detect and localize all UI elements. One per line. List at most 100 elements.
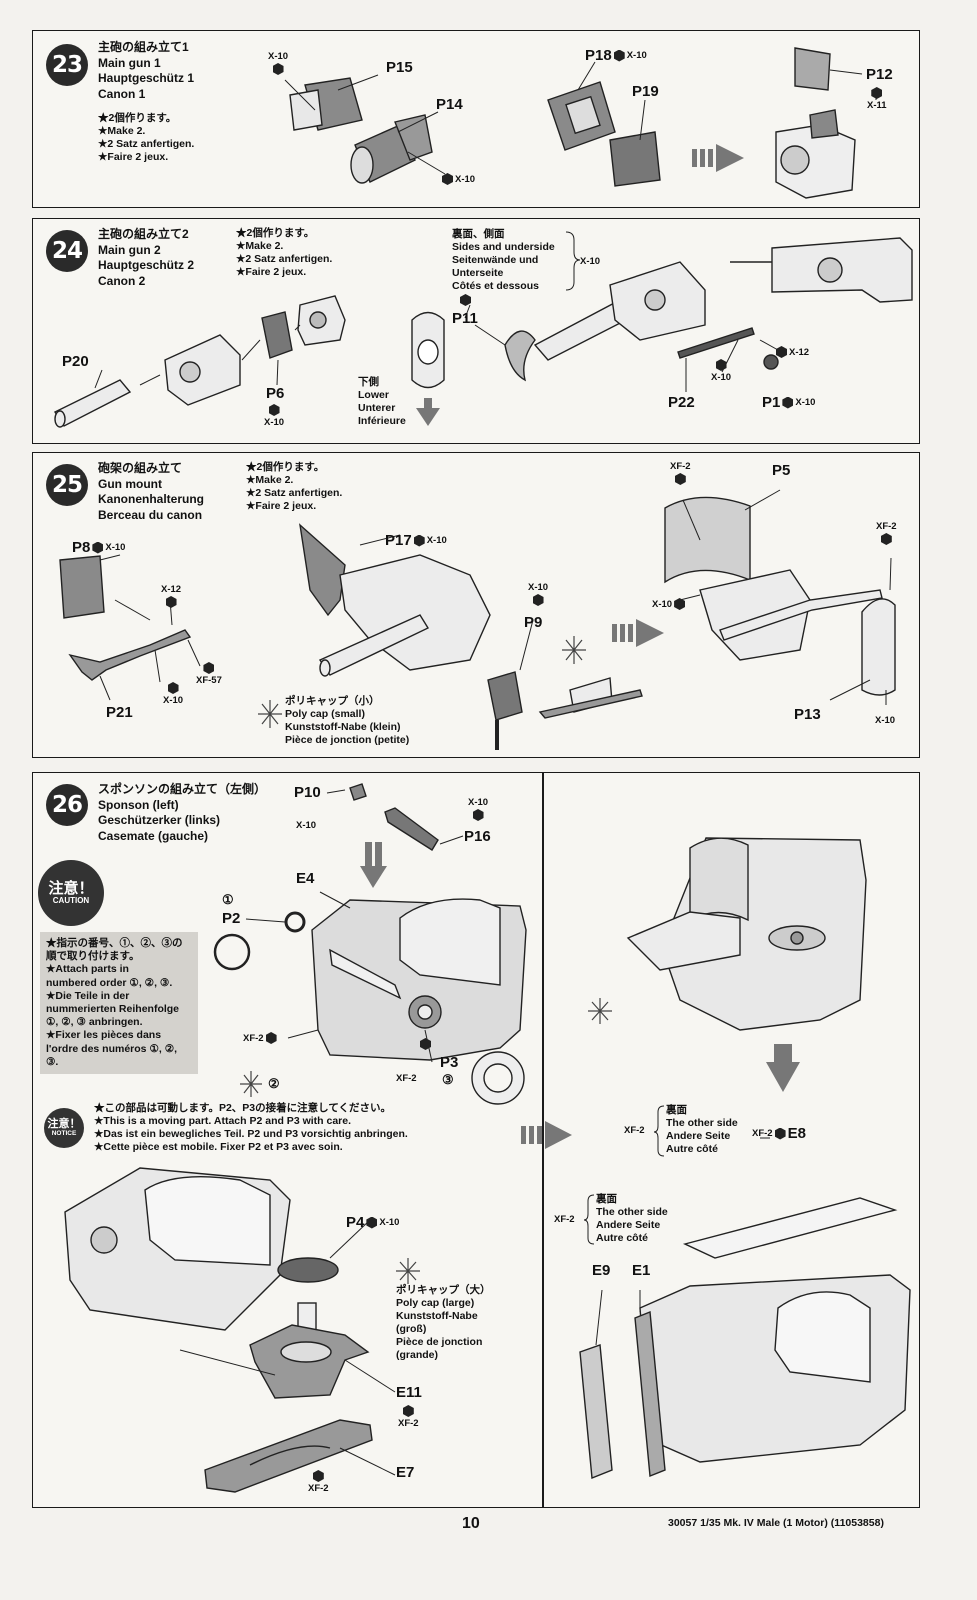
part-e8-drawing bbox=[682, 1197, 898, 1259]
step-25-paint-x10a: X-10 bbox=[163, 682, 183, 706]
part-e11-paint: XF-2 bbox=[398, 1405, 419, 1429]
step-24-sides-paint: X-10 bbox=[580, 256, 601, 267]
part-p8-drawing bbox=[59, 555, 105, 619]
step-25-note: ★2個作ります。★Make 2.★2 Satz anfertigen.★Fair… bbox=[246, 461, 343, 512]
step-25-polycap-note: ポリキャップ（小）Poly cap (small)Kunststoff-Nabe… bbox=[285, 695, 410, 746]
part-p12-paint: X-11 bbox=[867, 87, 887, 111]
notice-text: ★この部品は可動します。P2、P3の接着に注意してください。★This is a… bbox=[94, 1102, 408, 1153]
part-e9-drawing bbox=[579, 1344, 613, 1479]
step-25-paint-x10b: X-10 bbox=[652, 598, 686, 610]
step-23-paint-b: X-10 bbox=[442, 173, 475, 185]
part-p22-drawing bbox=[677, 327, 755, 359]
part-e7-paint: XF-2 bbox=[308, 1470, 329, 1494]
part-p19-drawing bbox=[609, 131, 661, 187]
step-24-paint-a: X-10 bbox=[711, 359, 731, 383]
part-p3-paint: XF-2 bbox=[396, 1073, 417, 1084]
step-24-number: 24 bbox=[46, 230, 88, 272]
part-label-p12: P12 bbox=[866, 66, 893, 83]
part-label-p6: P6 bbox=[266, 385, 285, 402]
part-p3-hex bbox=[420, 1038, 431, 1050]
step-23-paint-a: X-10 bbox=[268, 51, 288, 75]
part-p9-paint: X-10 bbox=[528, 582, 548, 606]
caution-icon: 注意！CAUTION bbox=[38, 860, 104, 926]
polycap-icons bbox=[240, 998, 612, 1284]
part-e1-drawing bbox=[634, 1311, 666, 1477]
part-label-e9: E9 bbox=[592, 1262, 611, 1279]
step-26-number: 26 bbox=[46, 784, 88, 826]
part-p2-drawing bbox=[284, 911, 306, 933]
part-label-e4: E4 bbox=[296, 870, 315, 887]
part-label-p5: P5 bbox=[772, 462, 791, 479]
part-label-p2: P2 bbox=[222, 910, 241, 927]
step-24-note: ★2個作ります。★Make 2.★2 Satz anfertigen.★Fair… bbox=[236, 227, 333, 278]
part-p21-drawing bbox=[68, 629, 192, 681]
step-25-paint-x12: X-12 bbox=[161, 584, 181, 608]
part-p11-paint-hex bbox=[460, 294, 471, 306]
step-24-paint-b: X-12 bbox=[776, 346, 809, 358]
step-26-other-side-paint-a: XF-2 bbox=[624, 1125, 645, 1136]
part-p16-paint: X-10 bbox=[468, 797, 488, 821]
step-26-paint-xf2a: XF-2 bbox=[243, 1032, 277, 1044]
part-p12-drawing bbox=[794, 47, 831, 91]
part-label-p9: P9 bbox=[524, 614, 543, 631]
step-25-paint-xf2a: XF-2 bbox=[670, 461, 691, 485]
part-label-p11: P11 bbox=[452, 310, 478, 327]
page-number: 10 bbox=[462, 1515, 480, 1532]
part-p6-drawing bbox=[261, 311, 293, 359]
step-26-polycap-note: ポリキャップ（大）Poly cap (large)Kunststoff-Nabe… bbox=[396, 1284, 491, 1361]
circle-two: ② bbox=[268, 1076, 280, 1091]
step-25-number: 25 bbox=[46, 464, 88, 506]
step-23-panel bbox=[32, 30, 920, 208]
gun-body-drawing bbox=[164, 334, 241, 406]
circle-one: ① bbox=[222, 892, 234, 907]
part-label-p13: P13 bbox=[794, 706, 821, 723]
part-label-p10: P10 bbox=[294, 784, 321, 801]
part-p1-drawing bbox=[763, 354, 779, 370]
part-p6-paint: X-10 bbox=[264, 404, 284, 428]
step-26-other-side-paint-b: XF-2 bbox=[554, 1214, 575, 1225]
part-label-e1: E1 bbox=[632, 1262, 651, 1279]
part-p17-drawing bbox=[299, 523, 346, 617]
footer-text: 30057 1/35 Mk. IV Male (1 Motor) (110538… bbox=[668, 1517, 884, 1529]
step-23-number: 23 bbox=[46, 44, 88, 86]
step-25-paint-xf57: XF-57 bbox=[196, 662, 222, 686]
part-label-p21: P21 bbox=[106, 704, 133, 721]
part-e7-drawing bbox=[204, 1419, 373, 1493]
polycap-small-icon bbox=[258, 636, 586, 728]
part-p10-paint: X-10 bbox=[296, 820, 317, 831]
part-p10-drawing bbox=[349, 783, 367, 801]
part-label-e7: E7 bbox=[396, 1464, 415, 1481]
part-label-p22: P22 bbox=[668, 394, 695, 411]
part-label-p16: P16 bbox=[464, 828, 491, 845]
part-p4-drawing bbox=[277, 1257, 339, 1283]
part-label-p14: P14 bbox=[436, 96, 463, 113]
part-label-p19: P19 bbox=[632, 83, 659, 100]
step-26-title: スポンソンの組み立て（左側）Sponson (left)Geschützerke… bbox=[98, 782, 267, 843]
part-p13-drawing bbox=[861, 598, 896, 696]
part-p16-drawing bbox=[384, 807, 439, 851]
part-label-p15: P15 bbox=[386, 59, 413, 76]
step-26-divider bbox=[542, 772, 544, 1508]
part-label-e11: E11 bbox=[396, 1384, 422, 1401]
part-label-p3: P3 bbox=[440, 1054, 459, 1071]
circle-three: ③ bbox=[442, 1072, 454, 1087]
step-23-note: ★2個作ります。★Make 2.★2 Satz anfertigen.★Fair… bbox=[98, 112, 195, 163]
part-p9-drawing bbox=[487, 671, 523, 721]
